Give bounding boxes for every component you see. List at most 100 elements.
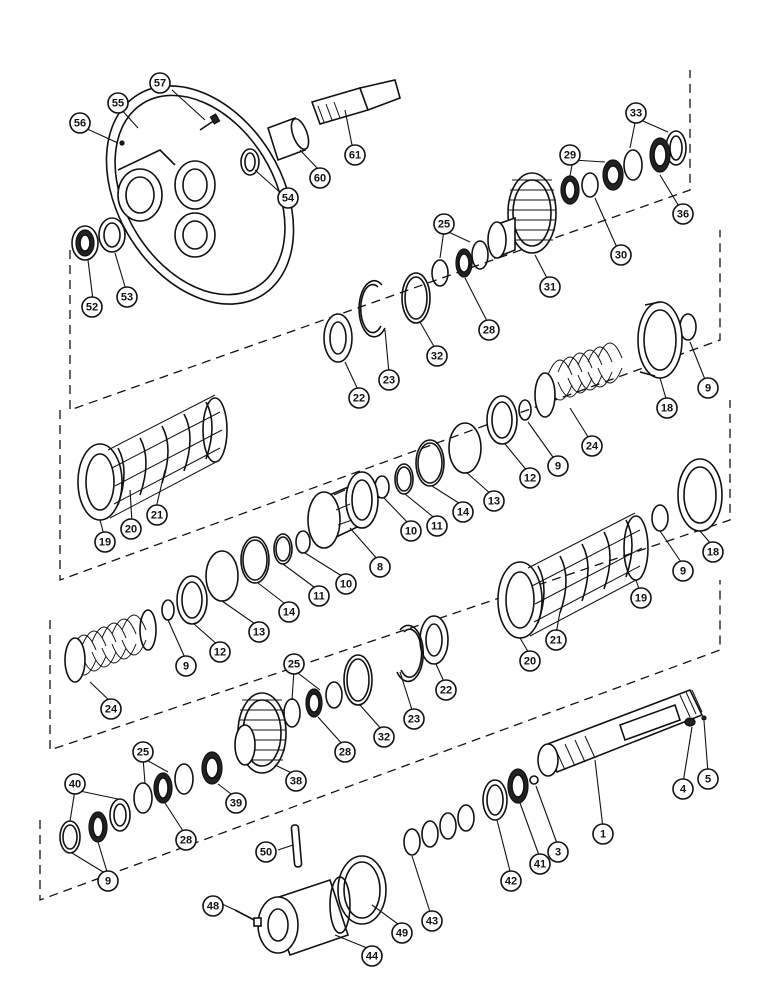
- callout-10: 10: [335, 573, 357, 595]
- callout-circle: [545, 629, 567, 651]
- dowel-56: [119, 140, 125, 146]
- callout-circle: [334, 741, 356, 763]
- rings-9-18-right: [651, 458, 723, 532]
- callout-label: 31: [544, 282, 556, 294]
- callout-circle: [630, 587, 652, 609]
- callout-55: 55: [107, 92, 129, 114]
- rings-middle-upper: [374, 395, 532, 499]
- main-shaft-1: [537, 688, 707, 777]
- callout-39: 39: [225, 792, 247, 814]
- callout-19: 19: [630, 587, 652, 609]
- callout-44: 44: [361, 945, 383, 967]
- callout-label: 25: [137, 747, 149, 759]
- callout-circle: [94, 531, 116, 553]
- callout-circle: [529, 853, 551, 875]
- callout-20: 20: [519, 650, 541, 672]
- rings-lower-row: [283, 615, 449, 728]
- callout-43: 43: [421, 910, 443, 932]
- callout-circle: [175, 655, 197, 677]
- callout-label: 48: [207, 901, 219, 913]
- callout-label: 44: [366, 951, 379, 963]
- callout-circle: [672, 203, 694, 225]
- callout-circle: [308, 585, 330, 607]
- callout-circle: [100, 698, 122, 720]
- callout-label: 24: [586, 441, 599, 453]
- callout-circle: [400, 520, 422, 542]
- callout-circle: [426, 345, 448, 367]
- gear-31: [487, 172, 557, 260]
- bolt-48: [234, 909, 262, 927]
- callout-circle: [116, 286, 138, 308]
- callout-label: 21: [151, 510, 163, 522]
- callout-label: 50: [260, 847, 272, 859]
- callout-label: 28: [339, 747, 351, 759]
- top-right-rings: [560, 130, 687, 205]
- callout-circle: [64, 773, 86, 795]
- clutch-pack-lower-right: [497, 512, 649, 639]
- callout-label: 20: [524, 656, 536, 668]
- callout-circle: [656, 397, 678, 419]
- bearing-52: [71, 225, 99, 261]
- callout-circle: [483, 490, 505, 512]
- callout-circle: [285, 770, 307, 792]
- gasket-49: [337, 855, 387, 925]
- callout-circle: [248, 621, 270, 643]
- callout-circle: [335, 573, 357, 595]
- callout-61: 61: [344, 144, 366, 166]
- callout-circle: [433, 213, 455, 235]
- callout-32: 32: [426, 345, 448, 367]
- callout-circle: [209, 641, 231, 663]
- sleeve-60: [267, 116, 310, 162]
- callout-label: 23: [408, 714, 420, 726]
- bolt-57: [199, 113, 221, 131]
- callout-25: 25: [132, 741, 154, 763]
- callout-circle: [478, 319, 500, 341]
- bearing-39: [201, 751, 223, 785]
- clutch-hub-8: [307, 471, 379, 549]
- rings-22-23-32-upper: [323, 272, 431, 363]
- rings-3-41-42-43: [403, 768, 539, 856]
- callout-25: 25: [433, 213, 455, 235]
- callout-30: 30: [610, 244, 632, 266]
- callout-label: 9: [680, 566, 686, 578]
- callout-4: 4: [672, 778, 694, 800]
- callout-56: 56: [69, 112, 91, 134]
- callout-label: 30: [615, 250, 627, 262]
- callout-label: 23: [383, 375, 395, 387]
- callout-9: 9: [175, 655, 197, 677]
- callout-33: 33: [625, 102, 647, 124]
- callout-label: 53: [121, 292, 133, 304]
- callout-circle: [539, 276, 561, 298]
- callout-circle: [452, 501, 474, 523]
- housing-44: [257, 876, 351, 957]
- callout-label: 4: [680, 784, 687, 796]
- rings-lower-left: [59, 763, 194, 854]
- callout-circle: [403, 708, 425, 730]
- callout-40: 40: [64, 773, 86, 795]
- callout-label: 36: [677, 209, 689, 221]
- callout-14: 14: [278, 601, 300, 623]
- callout-label: 12: [214, 647, 226, 659]
- callout-label: 1: [600, 829, 606, 841]
- callout-12: 12: [519, 467, 541, 489]
- callout-19: 19: [94, 531, 116, 553]
- callout-48: 48: [202, 895, 224, 917]
- callout-12: 12: [209, 641, 231, 663]
- callout-circle: [547, 455, 569, 477]
- callout-circle: [697, 768, 719, 790]
- race-53: [98, 217, 126, 253]
- callout-21: 21: [146, 504, 168, 526]
- callout-label: 18: [661, 403, 673, 415]
- callout-18: 18: [656, 397, 678, 419]
- callout-label: 61: [349, 150, 361, 162]
- callout-label: 54: [282, 193, 295, 205]
- callout-circle: [361, 945, 383, 967]
- callout-circle: [373, 726, 395, 748]
- callout-20: 20: [120, 518, 142, 540]
- callout-25: 25: [283, 653, 305, 675]
- callout-circle: [581, 435, 603, 457]
- clutch-pack-upper-right: [534, 301, 697, 418]
- callout-circle: [500, 870, 522, 892]
- callout-circle: [69, 112, 91, 134]
- callout-label: 13: [488, 496, 500, 508]
